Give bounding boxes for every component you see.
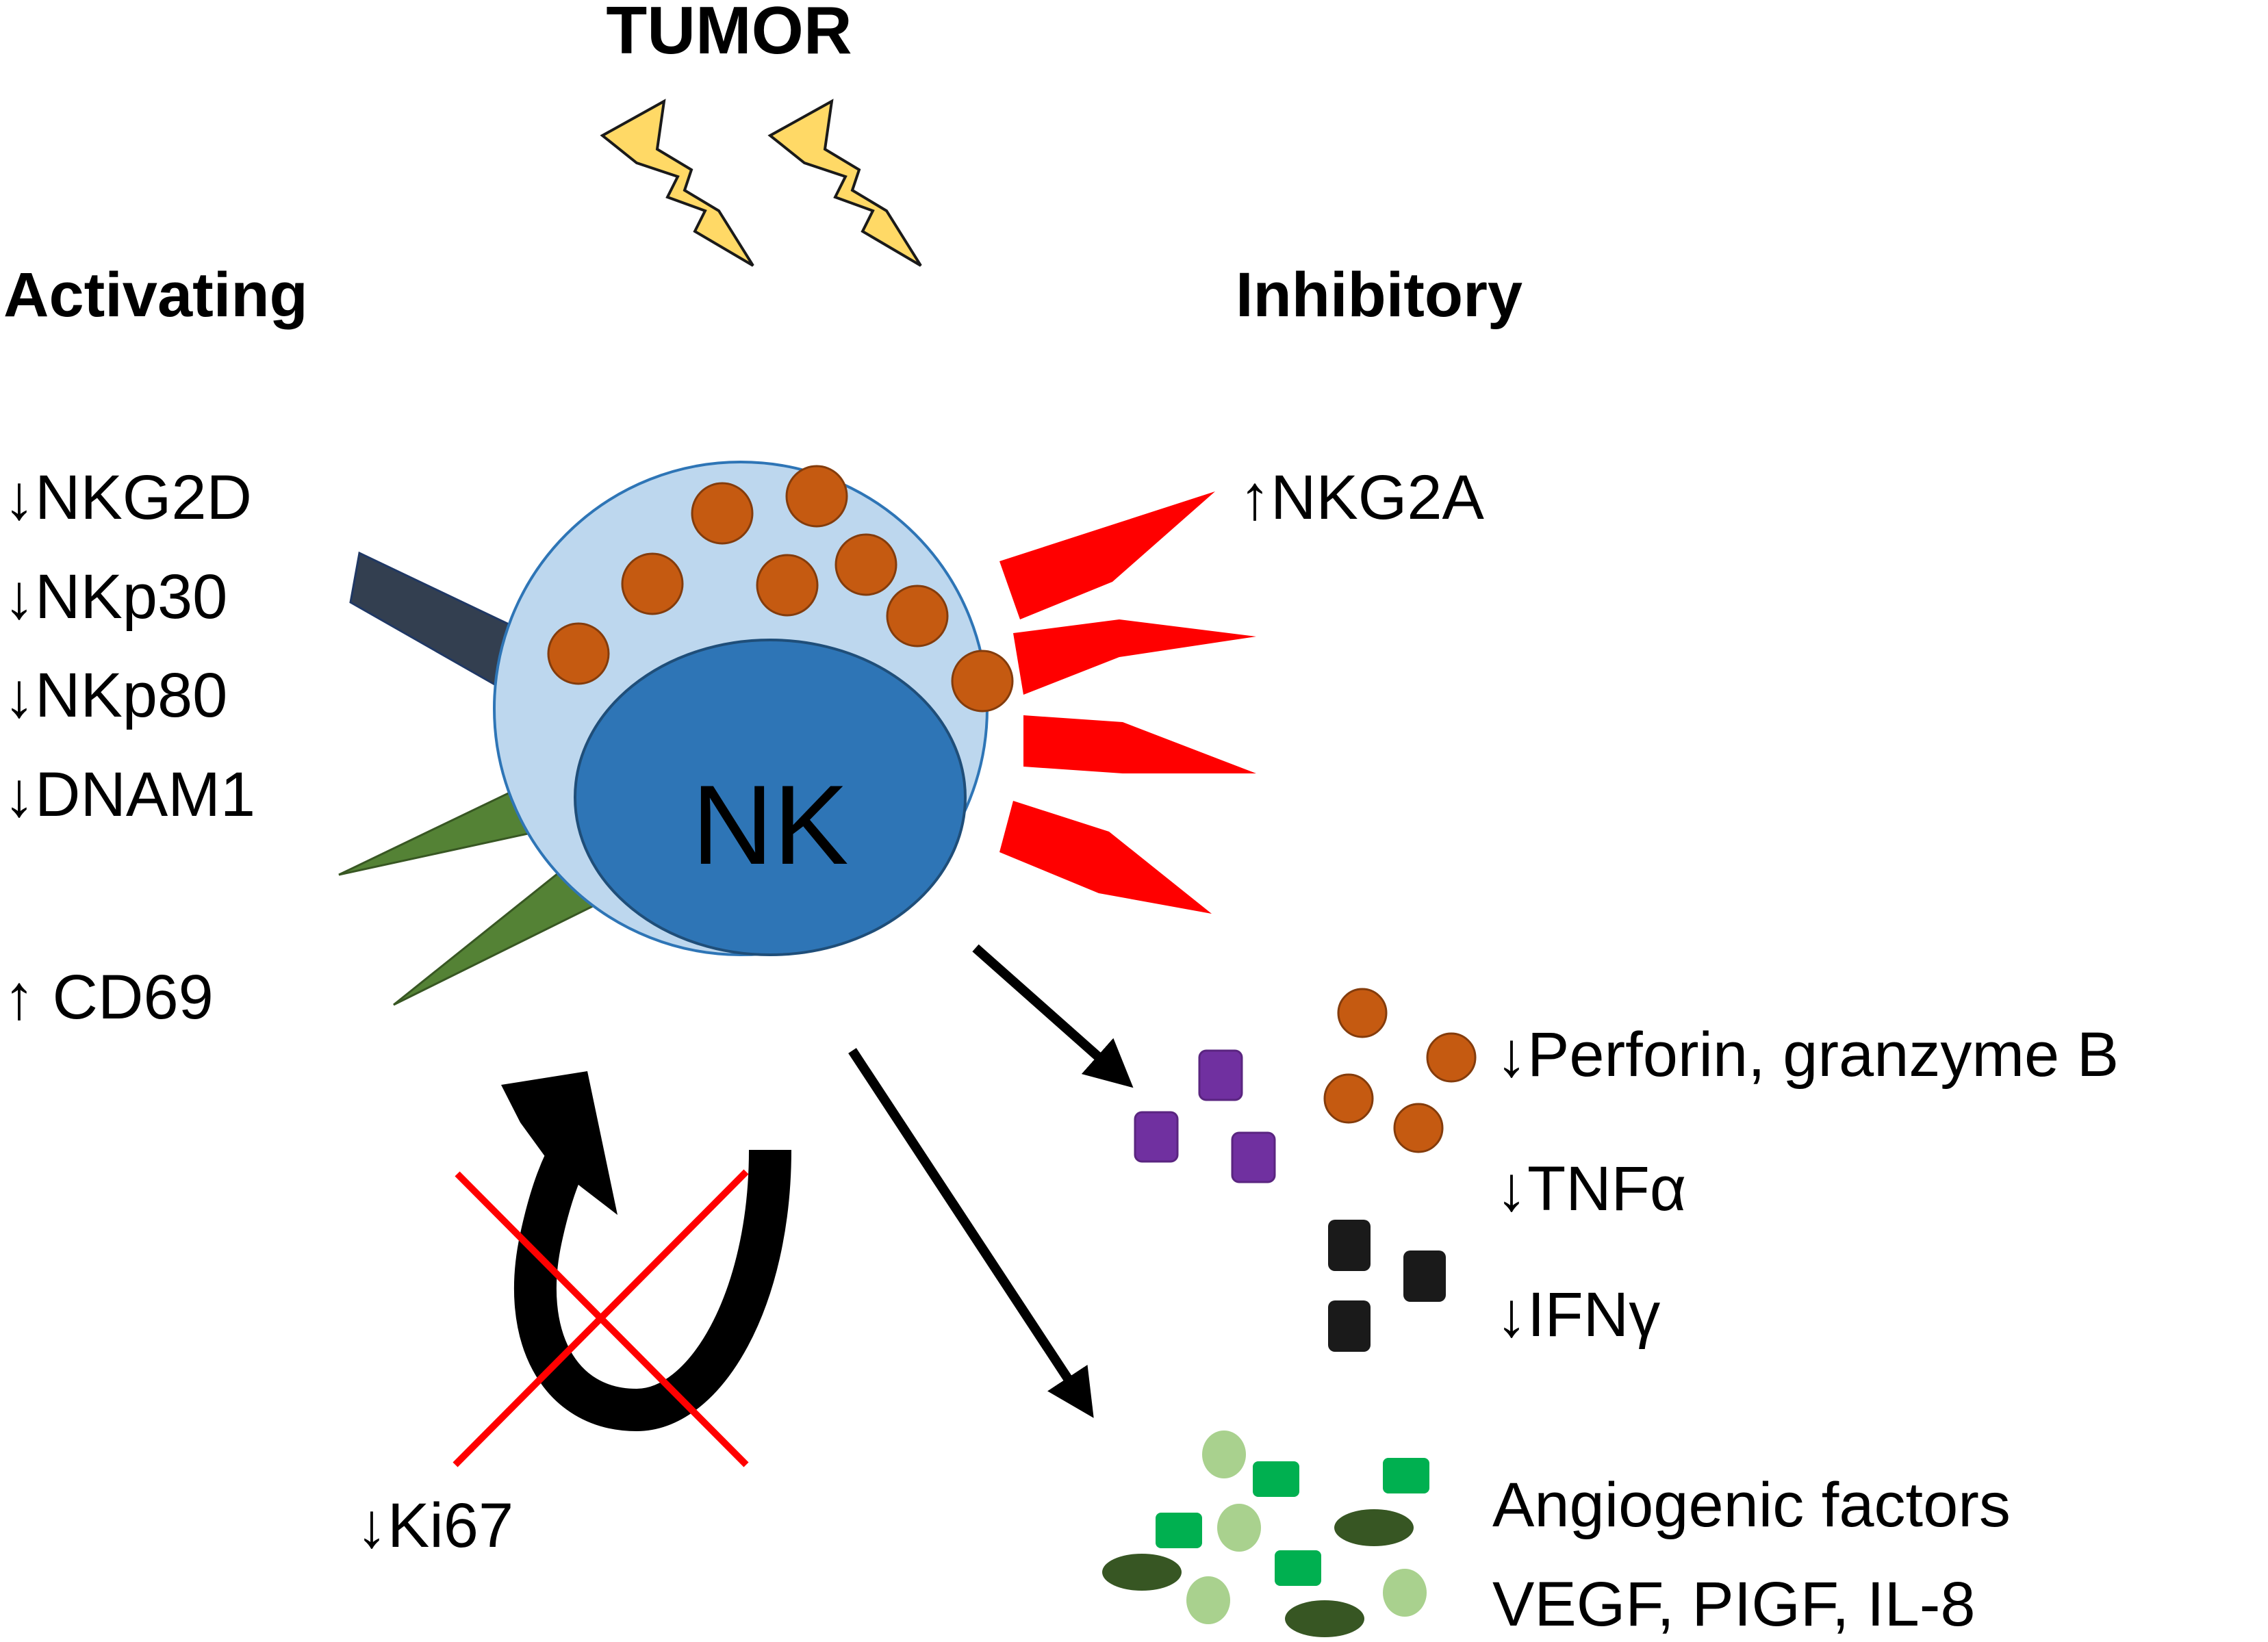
ifn-molecules xyxy=(1328,1220,1446,1352)
inhibitory-heading: Inhibitory xyxy=(1236,260,1522,330)
vegf-ellipse xyxy=(1102,1554,1182,1591)
vegf-square xyxy=(1253,1461,1299,1497)
bar-receptor xyxy=(349,551,522,693)
vegf-circle xyxy=(1202,1431,1246,1478)
output-label-ifn: ↓IFNγ xyxy=(1496,1280,1660,1350)
granule xyxy=(1337,988,1388,1038)
ifn-square xyxy=(1403,1250,1446,1302)
receptor-label-nkp80: ↓NKp80 xyxy=(3,660,227,730)
activating-receptor-lower xyxy=(393,860,598,1006)
vegf-ellipse xyxy=(1334,1509,1414,1546)
granule xyxy=(547,622,610,685)
receptor-label-nkg2d: ↓NKG2D xyxy=(3,463,252,533)
ifn-square xyxy=(1328,1300,1371,1352)
output-label-perforin: ↓Perforin, granzyme B xyxy=(1496,1020,2119,1090)
granule xyxy=(886,585,949,647)
inhibitory-receptor-2 xyxy=(1013,619,1256,695)
granule xyxy=(621,552,684,615)
tnf-molecules xyxy=(1134,1049,1276,1183)
vegf-circle xyxy=(1186,1576,1230,1624)
granule xyxy=(756,554,819,617)
vegf-circle xyxy=(1217,1504,1261,1552)
perforin-granules xyxy=(1323,988,1477,1153)
granule xyxy=(785,465,848,528)
arrow-to-angiogenic xyxy=(848,1048,1094,1418)
tnf-square xyxy=(1198,1049,1243,1101)
proliferation-loop-icon xyxy=(501,1071,791,1432)
nk-label: NK xyxy=(691,762,848,888)
receptor-label-dnam1: ↓DNAM1 xyxy=(3,760,255,830)
vegf-circle xyxy=(1383,1569,1427,1617)
lightning-bolt-right-icon xyxy=(767,99,922,267)
tnf-square xyxy=(1231,1131,1276,1183)
inhibitory-receptor-4 xyxy=(999,801,1212,914)
granule xyxy=(1323,1073,1374,1124)
vegf-square xyxy=(1383,1458,1429,1493)
ifn-square xyxy=(1328,1220,1371,1271)
granule xyxy=(951,650,1014,713)
tnf-square xyxy=(1134,1111,1179,1163)
inhibitory-receptor-1 xyxy=(999,491,1215,619)
vegf-square xyxy=(1275,1550,1321,1586)
vegf-ellipse xyxy=(1285,1600,1364,1637)
granule xyxy=(834,533,897,596)
granule xyxy=(1426,1032,1477,1083)
receptor-label-nkp30: ↓NKp30 xyxy=(3,562,227,632)
blocked-cross-icon xyxy=(453,1169,749,1467)
inhibitory-receptor-3 xyxy=(1023,715,1256,773)
cytotoxic-granules xyxy=(547,465,1014,713)
vegf-square xyxy=(1156,1513,1202,1548)
granule xyxy=(691,482,754,545)
receptor-label-nkg2a: ↑NKG2A xyxy=(1239,463,1485,533)
output-label-angiogenic-factors: VEGF, PIGF, IL-8 xyxy=(1492,1569,1976,1639)
arrow-to-cytokines xyxy=(972,944,1134,1088)
granule xyxy=(1393,1103,1444,1153)
ki67-label: ↓Ki67 xyxy=(356,1491,513,1561)
receptor-label-cd69: ↑ CD69 xyxy=(3,962,214,1032)
tumor-title: TUMOR xyxy=(606,0,852,68)
output-label-tnf: ↓TNFα xyxy=(1496,1154,1686,1224)
nk-cell-nucleus xyxy=(574,639,967,956)
output-label-angiogenic: Angiogenic factors xyxy=(1492,1470,2011,1540)
activating-heading: Activating xyxy=(3,260,308,330)
lightning-bolt-left-icon xyxy=(600,99,754,267)
angiogenic-factors xyxy=(1102,1431,1429,1637)
